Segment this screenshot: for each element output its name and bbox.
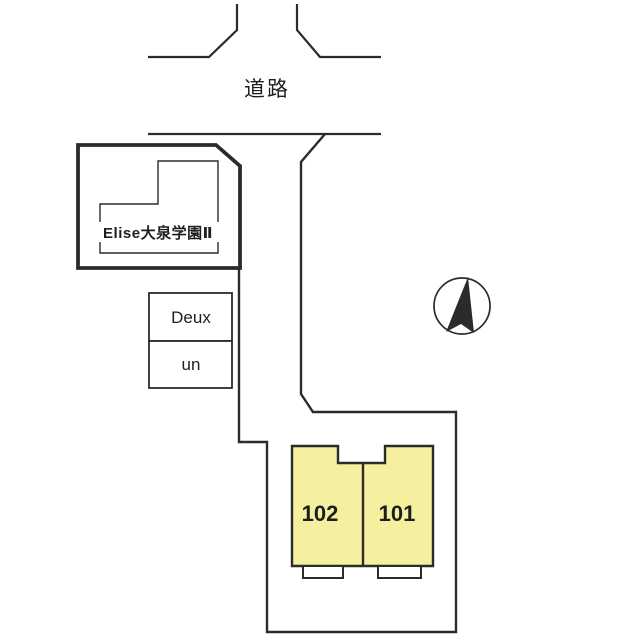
porch-unit-101 <box>377 565 422 579</box>
main-building-footprint <box>99 160 219 254</box>
unit-102-label: 102 <box>302 501 339 526</box>
main-building-label-background <box>87 222 229 242</box>
building-un-label: un <box>182 355 201 374</box>
unit-101-label: 101 <box>379 501 416 526</box>
compass-needle <box>446 277 474 333</box>
main-building-label: Elise大泉学園Ⅱ <box>103 224 213 242</box>
building-un-box <box>148 340 233 389</box>
road-label: 道路 <box>244 78 290 101</box>
building-deux-label: Deux <box>171 308 211 327</box>
road-top-right-edge <box>295 4 381 59</box>
compass-circle <box>433 277 491 335</box>
porch-unit-102 <box>302 565 344 579</box>
north-arrow-icon <box>433 277 491 335</box>
lot-boundary <box>237 133 458 634</box>
main-building-block <box>76 143 242 270</box>
road-top-left-edge <box>148 4 239 59</box>
building-deux-box <box>148 292 233 342</box>
